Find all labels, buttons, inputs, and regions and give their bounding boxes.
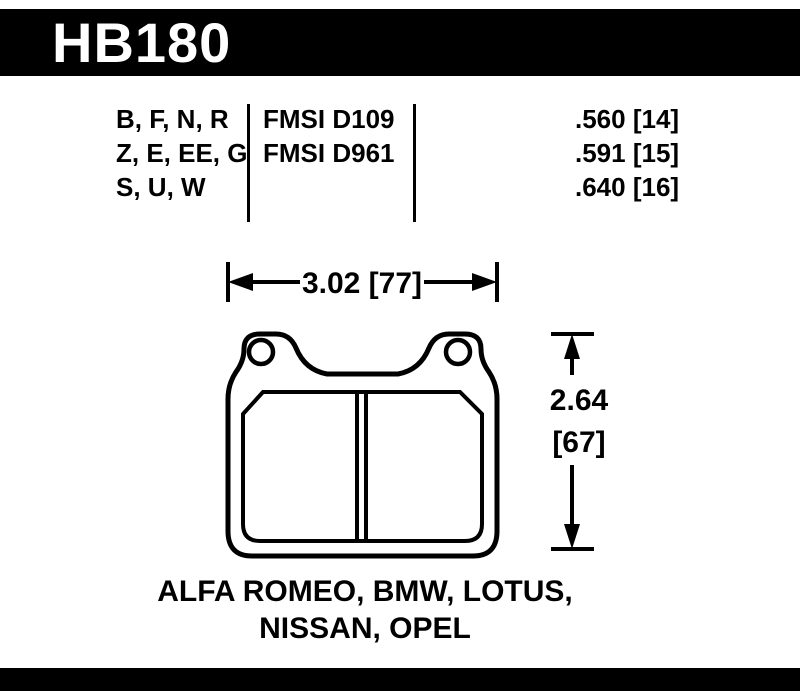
table-row: Z, E, EE, G FMSI D961 .591 [15] (0, 136, 800, 170)
table-row: B, F, N, R FMSI D109 .560 [14] (0, 102, 800, 136)
table-row: S, U, W .640 [16] (0, 170, 800, 204)
fmsi-number: FMSI D961 (263, 138, 395, 168)
width-dimension-label: 3.02 [77] (302, 267, 422, 300)
mounting-hole-right (443, 337, 473, 367)
height-dimension-value: 2.64 (550, 384, 609, 417)
width-dimension (226, 262, 499, 302)
compound-codes: S, U, W (116, 172, 206, 202)
dim-arrowhead-bottom (564, 524, 580, 549)
pad-thickness: .640 [16] (575, 172, 680, 202)
dim-arrowhead-right (472, 273, 497, 291)
pad-thickness: .560 [14] (575, 104, 680, 134)
brake-pad-drawing: 3.02 [77] 2.64 [67] (225, 262, 609, 559)
table-divider-1 (247, 104, 250, 222)
pad-thickness: .591 [15] (575, 138, 680, 168)
height-dimension (551, 332, 594, 551)
part-number-banner: HB180 (0, 9, 800, 76)
compound-codes: B, F, N, R (116, 104, 229, 134)
applications-line-1: ALFA ROMEO, BMW, LOTUS, (157, 575, 573, 608)
vehicle-applications: ALFA ROMEO, BMW, LOTUS, NISSAN, OPEL (0, 573, 730, 647)
spec-table: B, F, N, R FMSI D109 .560 [14] Z, E, EE,… (0, 100, 800, 226)
next-section-banner (0, 668, 800, 691)
pad-outline (225, 331, 500, 559)
fmsi-number: FMSI D109 (263, 104, 395, 134)
friction-material-outline (241, 390, 484, 543)
applications-line-2: NISSAN, OPEL (259, 612, 471, 645)
dim-arrowhead-left (228, 273, 253, 291)
compound-codes: Z, E, EE, G (116, 138, 248, 168)
mounting-hole-left (246, 337, 276, 367)
table-divider-2 (413, 104, 416, 222)
part-number: HB180 (52, 10, 232, 74)
dim-arrowhead-top (564, 334, 580, 359)
height-dimension-mm: [67] (552, 426, 605, 459)
